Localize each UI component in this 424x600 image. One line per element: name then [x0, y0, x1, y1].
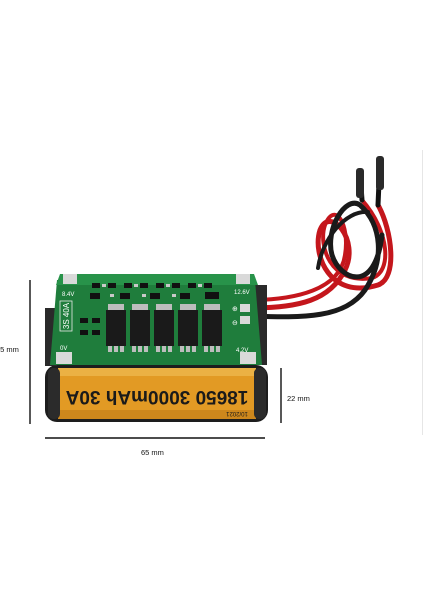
- pcb-model-label: 3S 40A: [62, 302, 71, 329]
- pcb-plus-symbol: ⊕: [232, 305, 238, 313]
- pcb-label-4v2: 4.2V: [236, 348, 248, 354]
- battery-print: 18650 3000mAh 30A: [65, 386, 248, 407]
- width-label: 65 mm: [141, 448, 164, 457]
- pcb-label-12v6: 12.6V: [234, 290, 250, 296]
- pcb-board: 3S 40A 8.4V 12.6V 0V 4.2V ⊕ ⊖: [50, 274, 262, 365]
- height-label: 55 mm: [0, 345, 19, 354]
- frame-edge: [422, 150, 423, 435]
- thickness-label: 22 mm: [287, 394, 310, 403]
- mosfet-row: [106, 304, 222, 352]
- battery-small-print: 10/2021: [226, 410, 248, 416]
- pcb-label-8v4: 8.4V: [62, 292, 74, 298]
- wire-bundle: [247, 156, 394, 320]
- pcb-label-0v: 0V: [60, 346, 67, 352]
- battery-cell: [45, 365, 268, 422]
- battery-print-group: 18650 3000mAh 30A 10/2021: [65, 386, 248, 416]
- pcb-minus-symbol: ⊖: [232, 319, 238, 327]
